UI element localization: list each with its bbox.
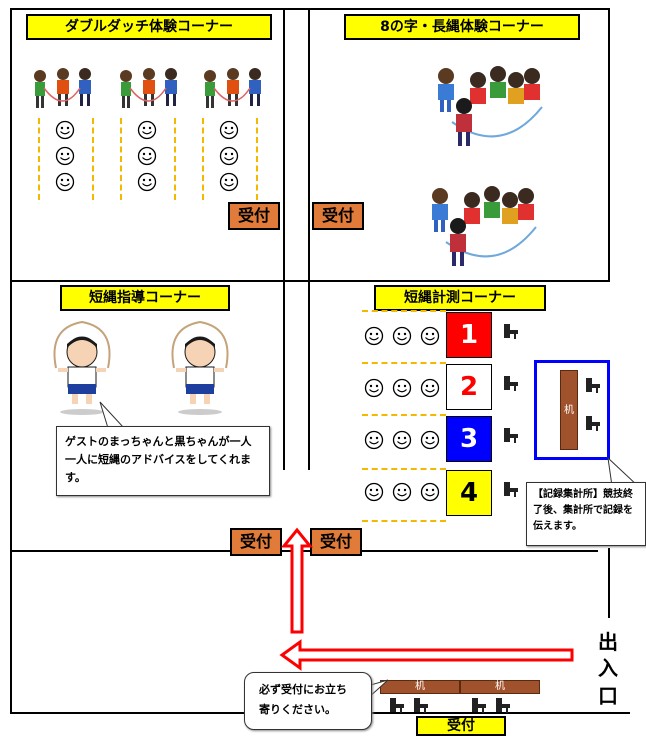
reception-entrance: 受付	[416, 716, 506, 736]
reception-double-dutch: 受付	[228, 202, 280, 230]
measure-line-1	[362, 362, 446, 364]
smiley-icon	[364, 378, 384, 398]
chair-icon	[414, 698, 428, 713]
wall-lower-horizontal	[10, 550, 598, 552]
jumpers-group-1-icon	[34, 68, 91, 108]
rope-jumper-guest-2-icon	[171, 320, 229, 415]
smiley-icon	[420, 430, 440, 450]
smiley-icon	[55, 120, 75, 140]
lane-1: 1	[446, 312, 492, 358]
dd-line-3b	[256, 118, 258, 200]
dd-line-3a	[202, 118, 204, 200]
smiley-icon	[420, 482, 440, 502]
double-dutch-area	[20, 60, 280, 210]
smiley-icon	[55, 146, 75, 166]
measure-line-3	[362, 468, 446, 470]
smiley-icon	[137, 172, 157, 192]
long-rope-group-1-icon	[438, 66, 543, 146]
smiley-icon	[219, 120, 239, 140]
callout-must-visit: 必ず受付にお立ち寄りください。	[244, 672, 372, 730]
reception-figure8: 受付	[312, 202, 364, 230]
reception-desk-1: 机	[380, 680, 460, 694]
jumpers-group-3-icon	[204, 68, 261, 108]
smiley-icon	[55, 172, 75, 192]
exit-char-2: 入	[598, 656, 618, 680]
reception-desk-2-label: 机	[495, 681, 505, 692]
smiley-icon	[137, 120, 157, 140]
smiley-icon	[137, 146, 157, 166]
jumpers-group-2-icon	[120, 68, 177, 108]
dd-line-2a	[120, 118, 122, 200]
record-booth	[534, 360, 610, 460]
measure-line-2	[362, 414, 446, 416]
measure-line-4	[362, 520, 446, 522]
lane-4: 4	[446, 470, 492, 516]
record-desk-label: 机	[564, 405, 574, 416]
corner-title-short-rope-guidance: 短縄指導コーナー	[60, 285, 230, 311]
wall-mid-horizontal	[10, 280, 610, 282]
smiley-icon	[392, 378, 412, 398]
chair-icon	[390, 698, 404, 713]
exit-char-1: 出	[598, 630, 618, 654]
smiley-icon	[420, 378, 440, 398]
wall-divider-upper-b	[308, 8, 310, 280]
smiley-icon	[392, 430, 412, 450]
smiley-icon	[219, 172, 239, 192]
long-rope-group-2-icon	[432, 186, 537, 266]
wall-right-lower	[608, 548, 610, 618]
wall-divider-upper-a	[283, 8, 285, 280]
chair-icon	[496, 698, 510, 713]
chair-icon	[504, 428, 518, 443]
chair-icon	[504, 324, 518, 339]
corner-title-double-dutch: ダブルダッチ体験コーナー	[26, 14, 272, 40]
record-desk: 机	[560, 370, 578, 450]
wall-right-upper	[608, 8, 610, 280]
wall-divider-mid-a	[283, 280, 285, 470]
smiley-icon	[364, 430, 384, 450]
chair-icon	[472, 698, 486, 713]
wall-top	[10, 8, 610, 10]
callout-guest-advice: ゲストのまっちゃんと黒ちゃんが一人一人に短縄のアドバイスをしてくれます。	[56, 426, 270, 496]
lane-2: 2	[446, 364, 492, 410]
measure-line-0	[362, 310, 446, 312]
chair-icon	[504, 376, 518, 391]
reception-desk-2: 机	[460, 680, 540, 694]
smiley-icon	[219, 146, 239, 166]
corner-title-figure8: 8の字・長縄体験コーナー	[344, 14, 580, 40]
wall-left	[10, 8, 12, 714]
smiley-icon	[420, 326, 440, 346]
exit-char-3: 口	[598, 684, 618, 708]
lane-3: 3	[446, 416, 492, 462]
dd-line-1b	[92, 118, 94, 200]
smiley-icon	[392, 482, 412, 502]
reception-desk-1-label: 机	[415, 681, 425, 692]
chair-icon	[504, 482, 518, 497]
record-chair-1-icon	[586, 378, 600, 393]
smiley-icon	[364, 326, 384, 346]
dd-line-1a	[38, 118, 40, 200]
dd-line-2b	[174, 118, 176, 200]
reception-short-rope-measure: 受付	[310, 528, 362, 556]
callout-record: 【記録集計所】競技終了後、集計所で記録を伝えます。	[526, 482, 646, 546]
smiley-icon	[364, 482, 384, 502]
record-chair-2-icon	[586, 416, 600, 431]
corner-title-short-rope-measure: 短縄計測コーナー	[374, 285, 546, 311]
rope-jumper-guest-1-icon	[53, 320, 111, 415]
reception-short-rope-guidance: 受付	[230, 528, 282, 556]
wall-divider-mid-b	[308, 280, 310, 470]
smiley-icon	[392, 326, 412, 346]
